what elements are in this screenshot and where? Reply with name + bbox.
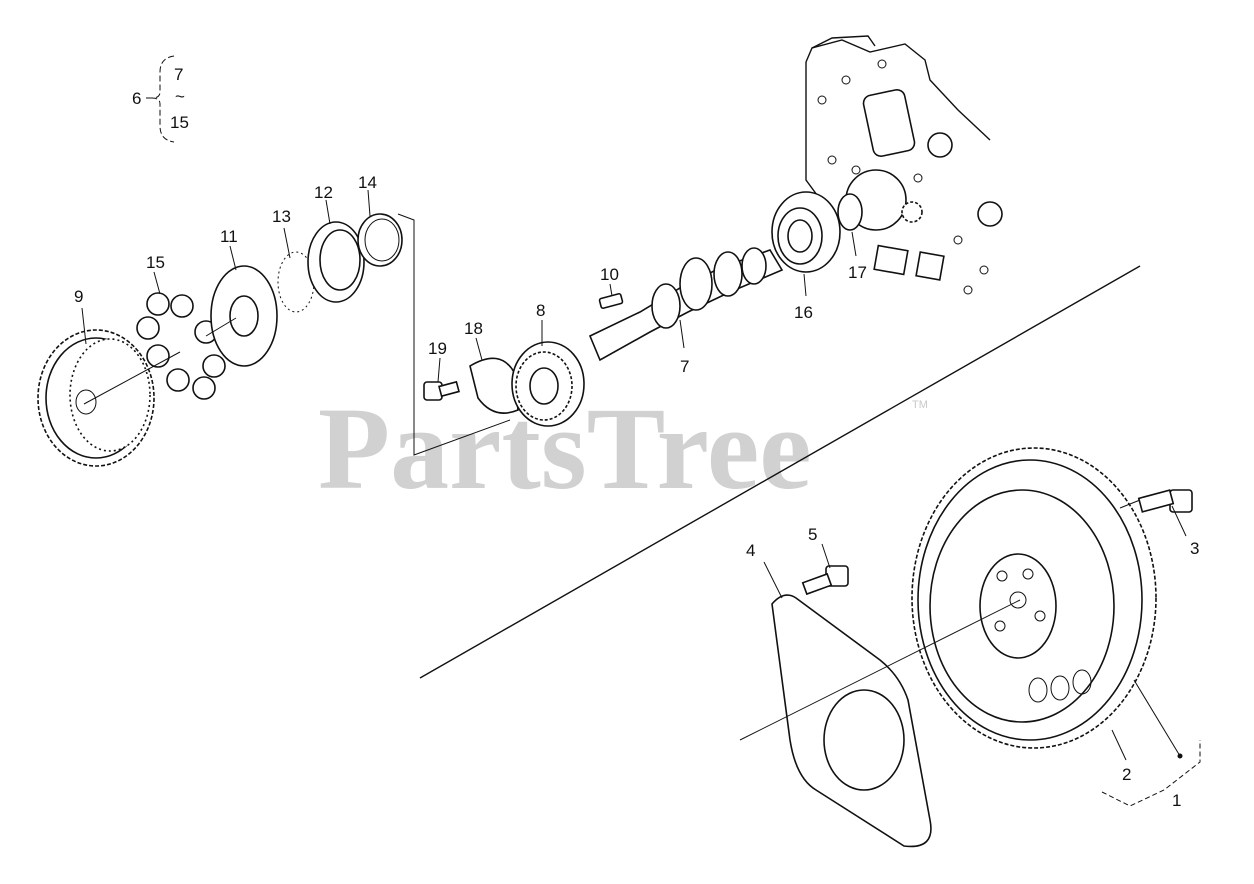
snap-ring-part-17 [837, 193, 863, 231]
camshaft-part-7 [588, 247, 784, 362]
flywheel-part-2 [911, 447, 1157, 749]
callout-13: 13 [272, 207, 291, 226]
gear-part-9 [37, 329, 155, 467]
group-range-end: 15 [170, 113, 189, 132]
callout-11: 11 [220, 227, 238, 246]
callout-3: 3 [1190, 539, 1199, 558]
key-part-10 [598, 292, 624, 310]
callout-8: 8 [536, 301, 545, 320]
callout-19: 19 [428, 339, 447, 358]
bolt-part-5 [801, 565, 849, 596]
bolt-part-3 [1137, 489, 1193, 513]
callout-15: 15 [146, 253, 165, 272]
callout-10: 10 [600, 265, 619, 284]
bearing-race-part-12 [307, 221, 365, 303]
group-bracket: 6 7 ~ 15 [132, 55, 189, 143]
leader-lines [81, 189, 1201, 807]
group-label: 6 [132, 89, 141, 108]
callout-1: 1 [1172, 791, 1181, 810]
callout-12: 12 [314, 183, 333, 202]
bearing-part-8 [511, 341, 585, 427]
callout-18: 18 [464, 319, 483, 338]
callout-9: 9 [74, 287, 83, 306]
callout-4: 4 [746, 541, 755, 560]
section-divider-line [419, 265, 1141, 679]
snap-ring-part-14 [357, 213, 403, 267]
group-range-sep: ~ [175, 87, 185, 106]
group-range-start: 7 [174, 65, 183, 84]
engine-block-part [805, 35, 1003, 295]
callout-17: 17 [848, 263, 867, 282]
thrust-washer-part-11 [210, 265, 278, 367]
retainer-part-18 [469, 357, 519, 414]
watermark-trademark: TM [912, 399, 928, 411]
callout-5: 5 [808, 525, 817, 544]
callout-7: 7 [680, 357, 689, 376]
callout-14: 14 [358, 173, 377, 192]
plate-opening [823, 689, 905, 791]
callout-16: 16 [794, 303, 813, 322]
bolt-part-19 [423, 380, 460, 401]
assembly-point [1177, 753, 1183, 759]
callout-2: 2 [1122, 765, 1131, 784]
balls-part-15 [136, 292, 226, 400]
assembly-bracket-line [397, 213, 511, 456]
bearing-part-16 [771, 191, 841, 273]
